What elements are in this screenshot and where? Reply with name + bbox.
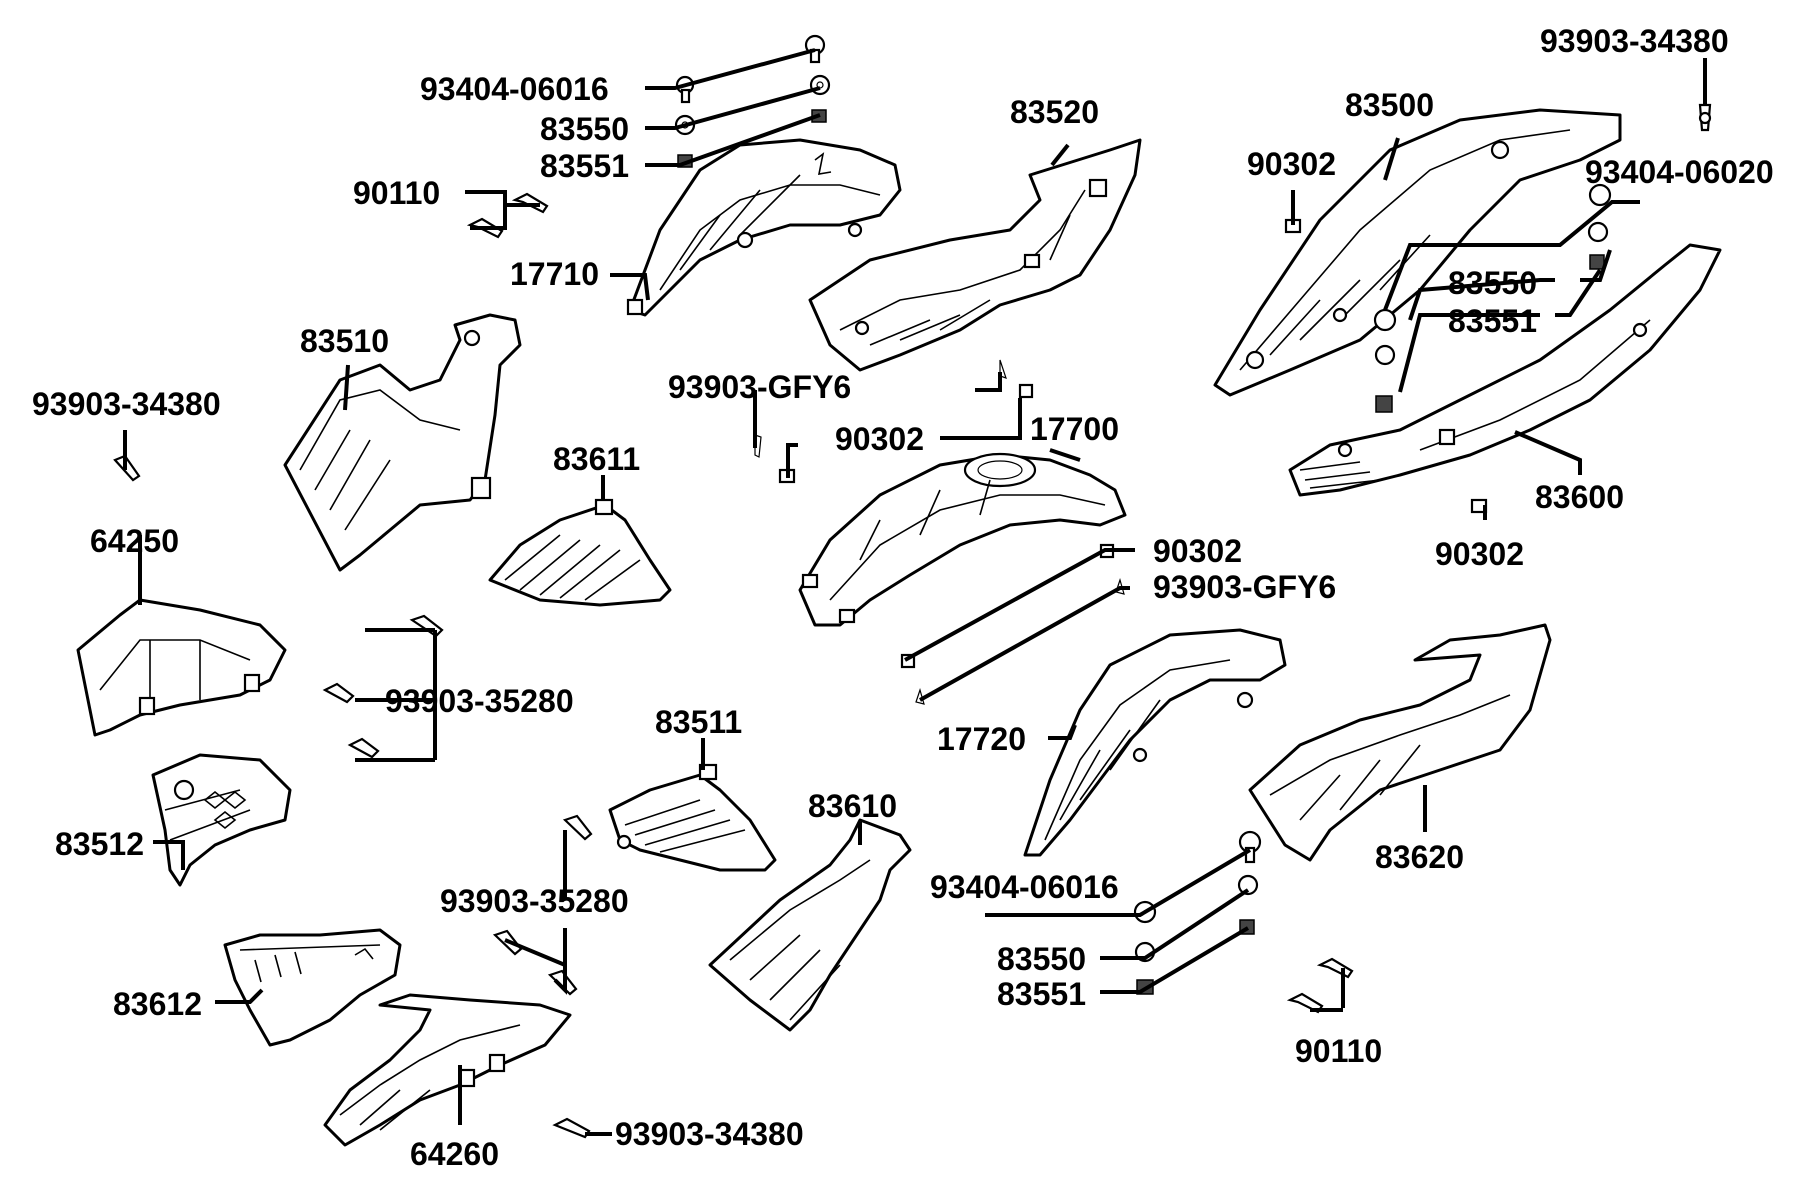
label-93903-35280-bottom: 93903-35280 bbox=[440, 883, 629, 919]
label-17710: 17710 bbox=[510, 256, 599, 292]
part-17700 bbox=[798, 452, 1127, 627]
part-83612 bbox=[223, 928, 402, 1047]
part-64250 bbox=[76, 598, 287, 737]
label-93903-34380-topright: 93903-34380 bbox=[1540, 23, 1729, 59]
label-83550-top: 83550 bbox=[540, 111, 629, 147]
label-83510: 83510 bbox=[300, 323, 389, 359]
label-83610: 83610 bbox=[808, 788, 897, 824]
part-labels: 93404-06016 83550 83551 90110 17710 8352… bbox=[32, 23, 1774, 1172]
label-64260: 64260 bbox=[410, 1136, 499, 1172]
part-83600 bbox=[1288, 243, 1722, 497]
part-17710 bbox=[626, 138, 902, 317]
label-83512: 83512 bbox=[55, 826, 144, 862]
part-83500 bbox=[1213, 108, 1622, 397]
label-90302-right: 90302 bbox=[1435, 536, 1524, 572]
label-93404-06016-bottom: 93404-06016 bbox=[930, 869, 1119, 905]
part-83510 bbox=[283, 313, 522, 572]
label-64250: 64250 bbox=[90, 523, 179, 559]
label-90302-top: 90302 bbox=[1247, 146, 1336, 182]
leader-lines bbox=[123, 48, 1707, 1136]
label-83612: 83612 bbox=[113, 986, 202, 1022]
label-83551-top: 83551 bbox=[540, 148, 629, 184]
label-83511: 83511 bbox=[655, 704, 742, 740]
label-90302-center: 90302 bbox=[1153, 533, 1242, 569]
part-83512 bbox=[151, 753, 292, 887]
label-83620: 83620 bbox=[1375, 839, 1464, 875]
label-83520: 83520 bbox=[1010, 94, 1099, 130]
part-83511 bbox=[608, 763, 777, 872]
label-83551-right: 83551 bbox=[1448, 303, 1537, 339]
label-93903-34380-left: 93903-34380 bbox=[32, 386, 221, 422]
label-83550-bottom: 83550 bbox=[997, 941, 1086, 977]
label-93903-gfy6-center: 93903-GFY6 bbox=[1153, 569, 1336, 605]
label-90302-mid: 90302 bbox=[835, 421, 924, 457]
label-93903-gfy6-mid: 93903-GFY6 bbox=[668, 369, 851, 405]
label-17700: 17700 bbox=[1030, 411, 1119, 447]
label-83551-bottom: 83551 bbox=[997, 976, 1086, 1012]
label-93903-34380-bottom: 93903-34380 bbox=[615, 1116, 804, 1152]
label-90110-top: 90110 bbox=[353, 175, 440, 211]
part-83620 bbox=[1248, 623, 1552, 862]
label-83600: 83600 bbox=[1535, 479, 1624, 515]
label-93404-06020: 93404-06020 bbox=[1585, 154, 1774, 190]
label-83550-right: 83550 bbox=[1448, 265, 1537, 301]
part-17720 bbox=[1023, 628, 1287, 857]
label-93903-35280-left: 93903-35280 bbox=[385, 683, 574, 719]
label-83500: 83500 bbox=[1345, 87, 1434, 123]
label-93404-06016-top: 93404-06016 bbox=[420, 71, 609, 107]
part-83610 bbox=[708, 818, 912, 1032]
part-83520 bbox=[808, 138, 1142, 372]
label-83611: 83611 bbox=[553, 441, 640, 477]
label-90110-bottom: 90110 bbox=[1295, 1033, 1382, 1069]
label-17720: 17720 bbox=[937, 721, 1026, 757]
part-64260 bbox=[323, 993, 572, 1147]
part-83611 bbox=[488, 498, 672, 607]
